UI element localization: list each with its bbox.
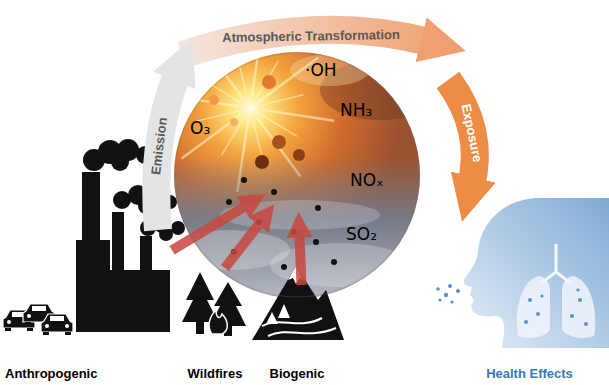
mountain-icon: [266, 304, 290, 324]
particles: [262, 75, 276, 89]
particles: [209, 95, 219, 105]
circle-outline: [175, 53, 419, 297]
person-icon: [456, 289, 460, 293]
source-group: Wildfires: [182, 268, 248, 385]
haze-photo: [170, 50, 424, 302]
person-icon: [448, 284, 452, 288]
particles: [226, 199, 232, 205]
wildfire-icon: [209, 310, 227, 334]
particles: [315, 205, 321, 211]
haze-circle: ·OH O₃ NH₃ NOₓSO₂: [174, 52, 420, 298]
source-label: Anthropogenic: [5, 366, 97, 382]
person-icon: [444, 293, 448, 297]
source-group: Biogenic: [252, 285, 342, 385]
factory-icon: [171, 221, 185, 235]
person-icon: [528, 298, 532, 302]
source-label: Health Effects: [486, 366, 573, 382]
particles: [293, 149, 305, 161]
wildfire-icon: [210, 282, 246, 336]
particles: [241, 177, 247, 183]
particles: [255, 155, 269, 169]
cars-icon: [41, 314, 73, 335]
particles: [209, 75, 337, 270]
person-icon: [540, 244, 572, 284]
particles: [281, 264, 287, 270]
process-label: Atmospheric Transformation: [222, 27, 400, 45]
wildfire-icon: [182, 272, 246, 336]
person-icon: [576, 288, 579, 291]
mountain-icon: [268, 328, 336, 336]
person-icon: [562, 276, 595, 338]
factory-icon: [140, 236, 152, 272]
haze-photo: [166, 24, 440, 302]
species-label: ·OH: [305, 60, 337, 80]
person-icon: [524, 320, 528, 324]
person-icon: [536, 312, 540, 316]
person-icon: [570, 314, 574, 318]
process-label: Emission: [148, 116, 170, 175]
factory-icon: [111, 153, 129, 171]
factory-icon: [112, 212, 124, 272]
cars-icon: [3, 304, 73, 335]
factory-icon: [82, 172, 100, 242]
source-label: Wildfires: [188, 366, 243, 382]
person-icon: [464, 198, 609, 348]
species-label: O₃: [190, 118, 210, 138]
person-icon: [540, 294, 543, 297]
person-icon: [578, 298, 582, 302]
process-label: Exposure: [459, 102, 486, 163]
person-icon: [517, 276, 550, 338]
person-icon: [438, 298, 441, 301]
person-icon: [450, 300, 453, 303]
haze-photo: [170, 50, 424, 302]
person-icon: [436, 287, 440, 291]
connector-layer: [172, 203, 302, 285]
person-icon: [584, 322, 588, 326]
person-icon: [436, 284, 588, 326]
particles: [271, 189, 277, 195]
source-label: Biogenic: [270, 366, 325, 382]
factory-icon: [76, 240, 170, 332]
species-label: NH₃: [340, 100, 372, 120]
person-icon: [436, 198, 609, 348]
emission-arrow: [225, 219, 263, 268]
source-group: Anthropogenic: [0, 140, 172, 385]
species-label: SO₂: [346, 224, 377, 244]
particles: [331, 259, 337, 265]
species-label: NOₓ: [350, 170, 384, 190]
health-group: Health Effects: [450, 195, 609, 385]
particles: [272, 135, 286, 149]
process-arrows: [156, 30, 475, 230]
emission-arrow: [299, 230, 301, 285]
particles: [230, 118, 238, 126]
particles: [313, 239, 319, 245]
